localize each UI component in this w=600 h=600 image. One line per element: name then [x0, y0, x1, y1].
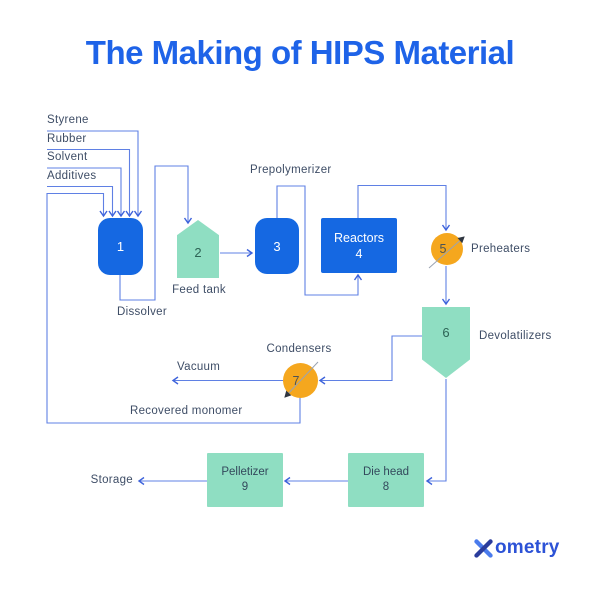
label-recovered-monomer: Recovered monomer [130, 405, 243, 417]
node-preheaters-number: 5 [439, 242, 447, 256]
node-condensers-number: 7 [292, 373, 300, 388]
node-dissolver-number: 1 [116, 239, 125, 254]
node-die-head: Die head 8 [348, 453, 424, 507]
label-storage: Storage [90, 474, 133, 486]
node-pelletizer-label: Pelletizer [221, 466, 269, 478]
label-feed-tank: Feed tank [172, 284, 226, 296]
label-preheaters: Preheaters [471, 243, 531, 255]
node-condensers: 7 [283, 363, 318, 398]
xometry-x-mark-icon [474, 538, 493, 558]
node-reactors-number: 4 [355, 246, 363, 261]
node-reactors: Reactors 4 [321, 218, 397, 273]
flow-additives-in [47, 185, 117, 218]
node-die-head-number: 8 [382, 481, 390, 493]
input-label-rubber: Rubber [47, 132, 87, 145]
node-devolatilizers: 6 [422, 307, 470, 378]
node-pelletizer: Pelletizer 9 [207, 453, 283, 507]
node-devolatilizers-number: 6 [442, 325, 450, 340]
node-feed-tank-number: 2 [194, 244, 202, 260]
flow-devolatilizers-to-condensers [318, 335, 422, 385]
node-feed-tank: 2 [177, 220, 219, 278]
node-pelletizer-number: 9 [241, 481, 249, 493]
flow-devolatilizers-to-diehead [425, 379, 447, 486]
input-label-styrene: Styrene [47, 114, 89, 126]
node-prepolymerizer: 3 [255, 218, 299, 274]
label-vacuum: Vacuum [177, 361, 221, 373]
label-dissolver: Dissolver [117, 306, 167, 318]
label-condensers: Condensers [266, 343, 332, 355]
input-label-solvent: Solvent [47, 151, 88, 163]
xometry-logo: ometry [473, 537, 560, 559]
node-prepolymerizer-number: 3 [273, 238, 281, 254]
node-dissolver: 1 [98, 218, 143, 275]
xometry-wordmark: ometry [495, 537, 560, 558]
node-die-head-label: Die head [362, 466, 410, 478]
label-prepolymerizer: Prepolymerizer [250, 164, 332, 176]
node-preheaters: 5 [431, 233, 463, 265]
page-title: The Making of HIPS Material [85, 34, 515, 71]
label-devolatilizers: Devolatilizers [479, 330, 552, 342]
input-label-additives: Additives [47, 169, 97, 182]
node-reactors-label: Reactors [333, 230, 385, 245]
